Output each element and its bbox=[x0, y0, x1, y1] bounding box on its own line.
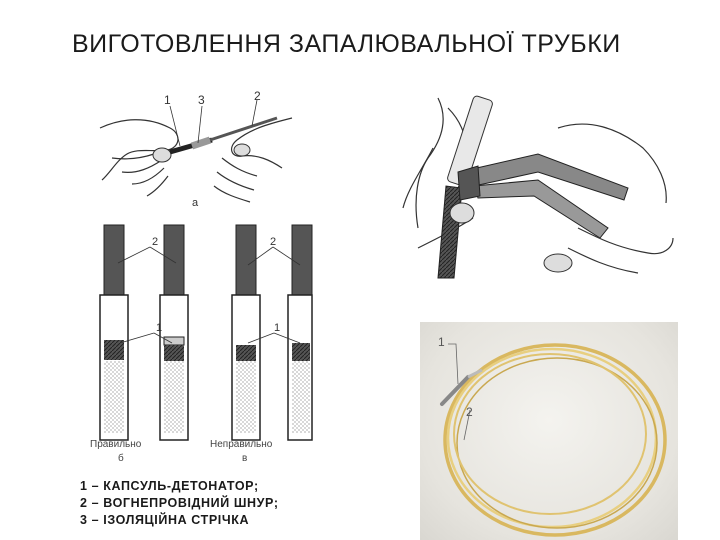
callout-2-a: 2 bbox=[254, 89, 261, 103]
cap-joint bbox=[467, 368, 483, 379]
detonator-tube bbox=[447, 95, 493, 187]
tube-correct-1 bbox=[99, 224, 129, 441]
caption-v: в bbox=[242, 453, 247, 464]
finger-drawing bbox=[543, 253, 573, 273]
tube-incorrect-2 bbox=[287, 224, 313, 441]
callout-1-tube-right: 1 bbox=[274, 322, 280, 334]
figure-a-caption: а bbox=[192, 197, 199, 209]
fuse-cord-hatched bbox=[437, 185, 463, 279]
callout-1-tube-left: 1 bbox=[156, 322, 162, 334]
photo-callout-2: 2 bbox=[466, 405, 473, 419]
legend: 1 – КАПСУЛЬ-ДЕТОНАТОР; 2 – ВОГНЕПРОВІДНИ… bbox=[80, 478, 279, 529]
photo-callout-1: 1 bbox=[438, 335, 445, 349]
photo-leader-lines bbox=[448, 343, 471, 441]
tubes-leader-lines bbox=[117, 246, 301, 344]
pliers-hand-drawing bbox=[557, 123, 674, 274]
photo-ignition-tube: 1 2 bbox=[438, 335, 667, 537]
thumb-drawing bbox=[449, 202, 475, 224]
slide-title: ВИГОТОВЛЕННЯ ЗАПАЛЮВАЛЬНОЇ ТРУБКИ bbox=[72, 30, 621, 58]
legend-line-2: 2 – ВОГНЕПРОВІДНИЙ ШНУР; bbox=[80, 496, 279, 510]
legend-line-3: 3 – ІЗОЛЯЦІЙНА СТРІЧКА bbox=[80, 513, 250, 527]
callout-1-a: 1 bbox=[164, 93, 171, 107]
crimping-pliers bbox=[457, 153, 629, 239]
legend-line-1: 1 – КАПСУЛЬ-ДЕТОНАТОР; bbox=[80, 479, 259, 493]
figure-a-leader-lines bbox=[169, 99, 258, 147]
right-hand-drawing bbox=[213, 117, 293, 203]
figure-a-hands-illustration: 1 3 2 а bbox=[99, 89, 293, 209]
tube-incorrect-1 bbox=[231, 224, 261, 441]
right-thumbnail bbox=[233, 143, 251, 157]
coiled-fuse-cord bbox=[443, 343, 667, 537]
left-thumbnail bbox=[152, 147, 172, 163]
fuse-cord bbox=[209, 116, 278, 142]
label-incorrect: Неправильно bbox=[210, 439, 273, 450]
figure-crimping-illustration bbox=[402, 95, 674, 279]
callout-2-tube-right: 2 bbox=[270, 236, 276, 248]
caption-b: б bbox=[118, 452, 124, 464]
insulation-tape bbox=[190, 136, 212, 150]
callout-2-tube-left: 2 bbox=[152, 236, 158, 248]
tube-correct-2 bbox=[159, 224, 189, 441]
callout-3-a: 3 bbox=[198, 93, 205, 107]
label-correct: Правильно bbox=[90, 439, 142, 450]
detonator-cap-photo bbox=[440, 375, 470, 406]
figure-tubes-cross-sections: 2 2 1 1 Правильно Неправильно б в bbox=[90, 224, 313, 464]
